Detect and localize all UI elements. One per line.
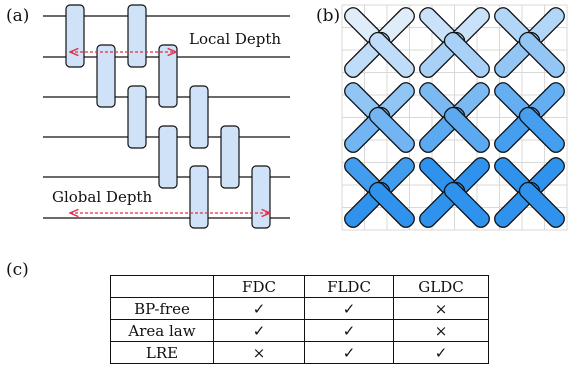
- woven-gate: [443, 31, 490, 78]
- two-qubit-gate: [189, 165, 209, 229]
- table-header-cell: FLDC: [304, 275, 394, 298]
- woven-gate: [518, 106, 565, 153]
- table-header-cell: [110, 275, 214, 298]
- local-depth-label: Local Depth: [187, 30, 284, 48]
- panel-c-label: (c): [6, 260, 29, 280]
- table-header-row: FDC FLDC GLDC: [110, 275, 489, 298]
- table-cell: ✓: [213, 297, 305, 320]
- table-cell: ×: [213, 341, 305, 364]
- woven-gate: [443, 181, 490, 228]
- table-cell: ×: [393, 319, 489, 342]
- two-qubit-gate: [65, 4, 85, 68]
- table-cell: ✓: [304, 341, 394, 364]
- woven-gate: [368, 181, 415, 228]
- woven-gate: [518, 31, 565, 78]
- two-qubit-gate: [96, 44, 116, 108]
- two-qubit-gate: [158, 44, 178, 108]
- woven-gate: [368, 106, 415, 153]
- two-qubit-gate: [251, 165, 271, 229]
- table-header-cell: GLDC: [393, 275, 489, 298]
- table-cell: ✓: [304, 319, 394, 342]
- table-cell: ✓: [393, 341, 489, 364]
- two-qubit-gate: [189, 85, 209, 149]
- two-qubit-gate: [220, 125, 240, 189]
- table-header-cell: FDC: [213, 275, 305, 298]
- panel-b-label: (b): [316, 6, 341, 26]
- table-cell: ✓: [213, 319, 305, 342]
- woven-gate: [368, 31, 415, 78]
- table-row-label: BP-free: [110, 297, 214, 320]
- two-qubit-gate: [127, 4, 147, 68]
- table-row: LRE × ✓ ✓: [110, 341, 489, 364]
- comparison-table: FDC FLDC GLDC BP-free ✓ ✓ × Area law ✓ ✓…: [110, 275, 489, 364]
- table-cell: ×: [393, 297, 489, 320]
- global-depth-label: Global Depth: [50, 188, 155, 206]
- woven-gate: [443, 106, 490, 153]
- woven-gate: [518, 181, 565, 228]
- table-row: Area law ✓ ✓ ×: [110, 319, 489, 342]
- two-qubit-gate: [127, 85, 147, 149]
- panel-a-label: (a): [6, 6, 30, 26]
- table-row-label: LRE: [110, 341, 214, 364]
- table-row: BP-free ✓ ✓ ×: [110, 297, 489, 320]
- table-row-label: Area law: [110, 319, 214, 342]
- table-cell: ✓: [304, 297, 394, 320]
- two-qubit-gate: [158, 125, 178, 189]
